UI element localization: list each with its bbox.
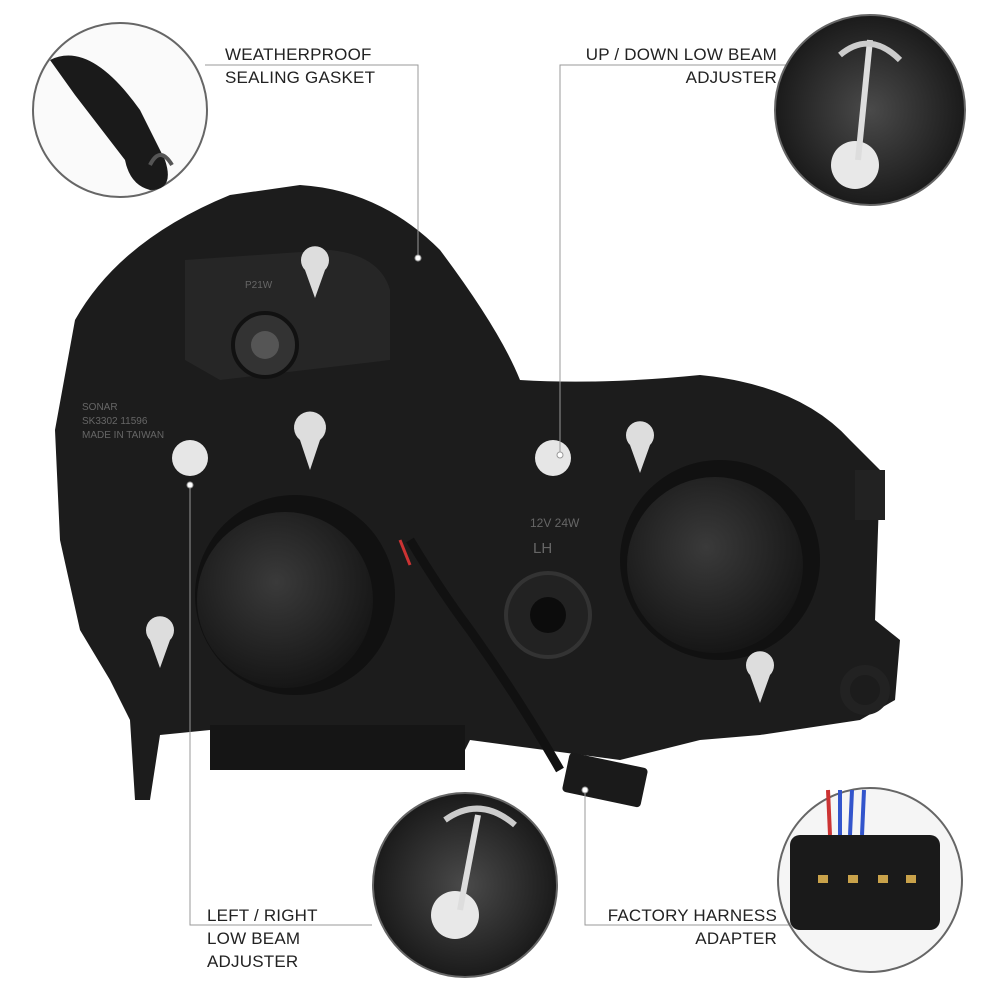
callout-gasket-label: WEATHERPROOF SEALING GASKET	[225, 43, 375, 89]
callout-text: WEATHERPROOF	[225, 45, 372, 64]
housing-origin: MADE IN TAIWAN	[82, 430, 164, 441]
callout-lines	[189, 64, 790, 926]
housing-side: LH	[533, 540, 552, 557]
callout-text: SEALING GASKET	[225, 68, 376, 87]
callout-leftright-label: LEFT / RIGHT LOW BEAM ADJUSTER	[207, 904, 318, 973]
callout-text: FACTORY HARNESS	[607, 906, 777, 925]
callout-text: ADAPTER	[695, 929, 777, 948]
inset-updown-adjuster	[774, 14, 966, 206]
callout-updown-label: UP / DOWN LOW BEAM ADJUSTER	[586, 43, 777, 89]
housing-bulb: P21W	[245, 280, 273, 291]
housing-voltage: 12V 24W	[530, 516, 580, 530]
inset-gasket	[32, 22, 208, 198]
headlight-housing: SONAR SK3302 11596 MADE IN TAIWAN 12V 24…	[55, 185, 900, 808]
callout-text: ADJUSTER	[685, 68, 777, 87]
housing-brand: SONAR	[82, 402, 118, 413]
callout-text: LOW BEAM	[207, 929, 301, 948]
callout-text: LEFT / RIGHT	[207, 906, 318, 925]
callout-harness-label: FACTORY HARNESS ADAPTER	[608, 904, 777, 950]
housing-part: SK3302 11596	[82, 416, 148, 427]
callout-text: ADJUSTER	[207, 952, 299, 971]
inset-leftright-adjuster	[372, 792, 558, 978]
callout-text: UP / DOWN LOW BEAM	[585, 45, 777, 64]
inset-harness-adapter	[777, 787, 963, 973]
